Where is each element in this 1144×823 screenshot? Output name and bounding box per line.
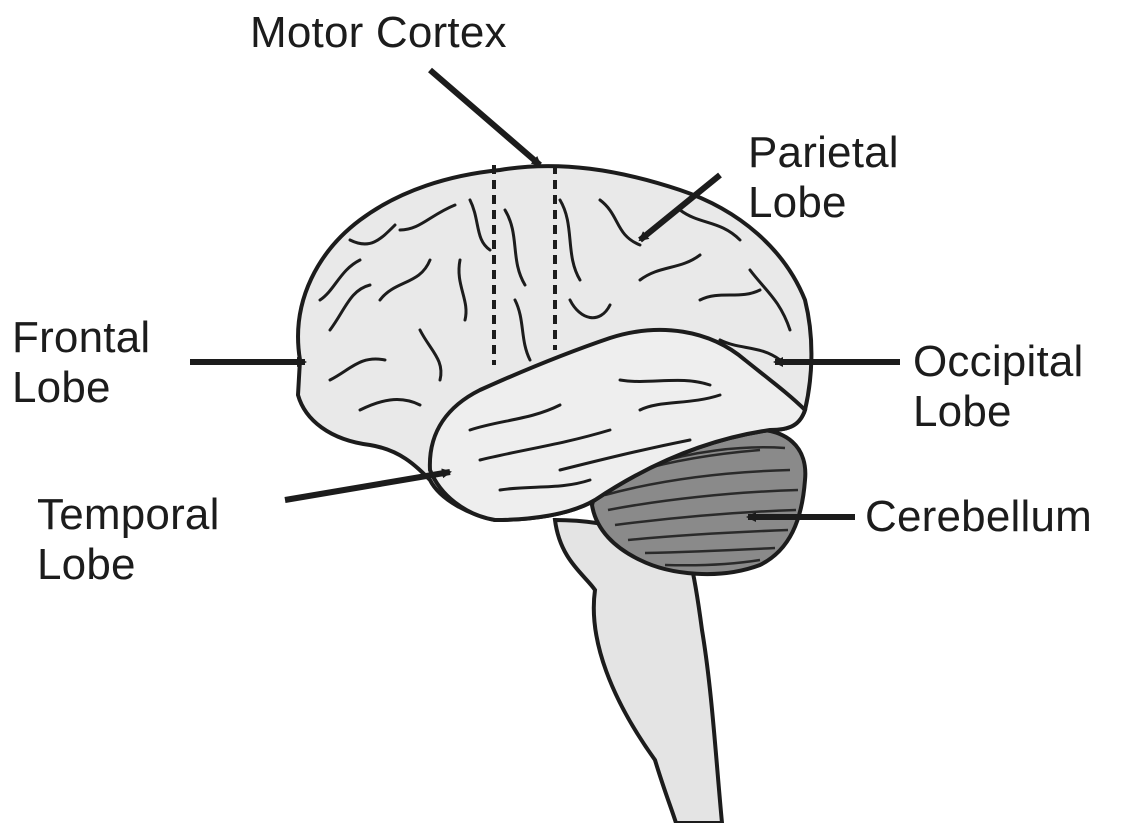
temporal-lobe-arrow [285,472,450,500]
parietal-lobe-label-line1: Parietal [748,128,899,178]
motor-cortex-label: Motor Cortex [250,8,507,58]
frontal-lobe-label-line2: Lobe [12,363,150,413]
temporal-lobe-label-line1: Temporal [37,490,220,540]
occipital-lobe-label-line2: Lobe [913,387,1084,437]
motor-cortex-label-text: Motor Cortex [250,8,507,58]
temporal-lobe-label: Temporal Lobe [37,490,220,590]
parietal-lobe-label: Parietal Lobe [748,128,899,228]
frontal-lobe-label-line1: Frontal [12,313,150,363]
cerebellum-label-text: Cerebellum [865,492,1092,542]
parietal-lobe-label-line2: Lobe [748,178,899,228]
frontal-lobe-label: Frontal Lobe [12,313,150,413]
temporal-lobe-label-line2: Lobe [37,540,220,590]
occipital-lobe-label: Occipital Lobe [913,337,1084,437]
motor-cortex-arrow [430,70,540,165]
cerebellum-label: Cerebellum [865,492,1092,542]
occipital-lobe-label-line1: Occipital [913,337,1084,387]
